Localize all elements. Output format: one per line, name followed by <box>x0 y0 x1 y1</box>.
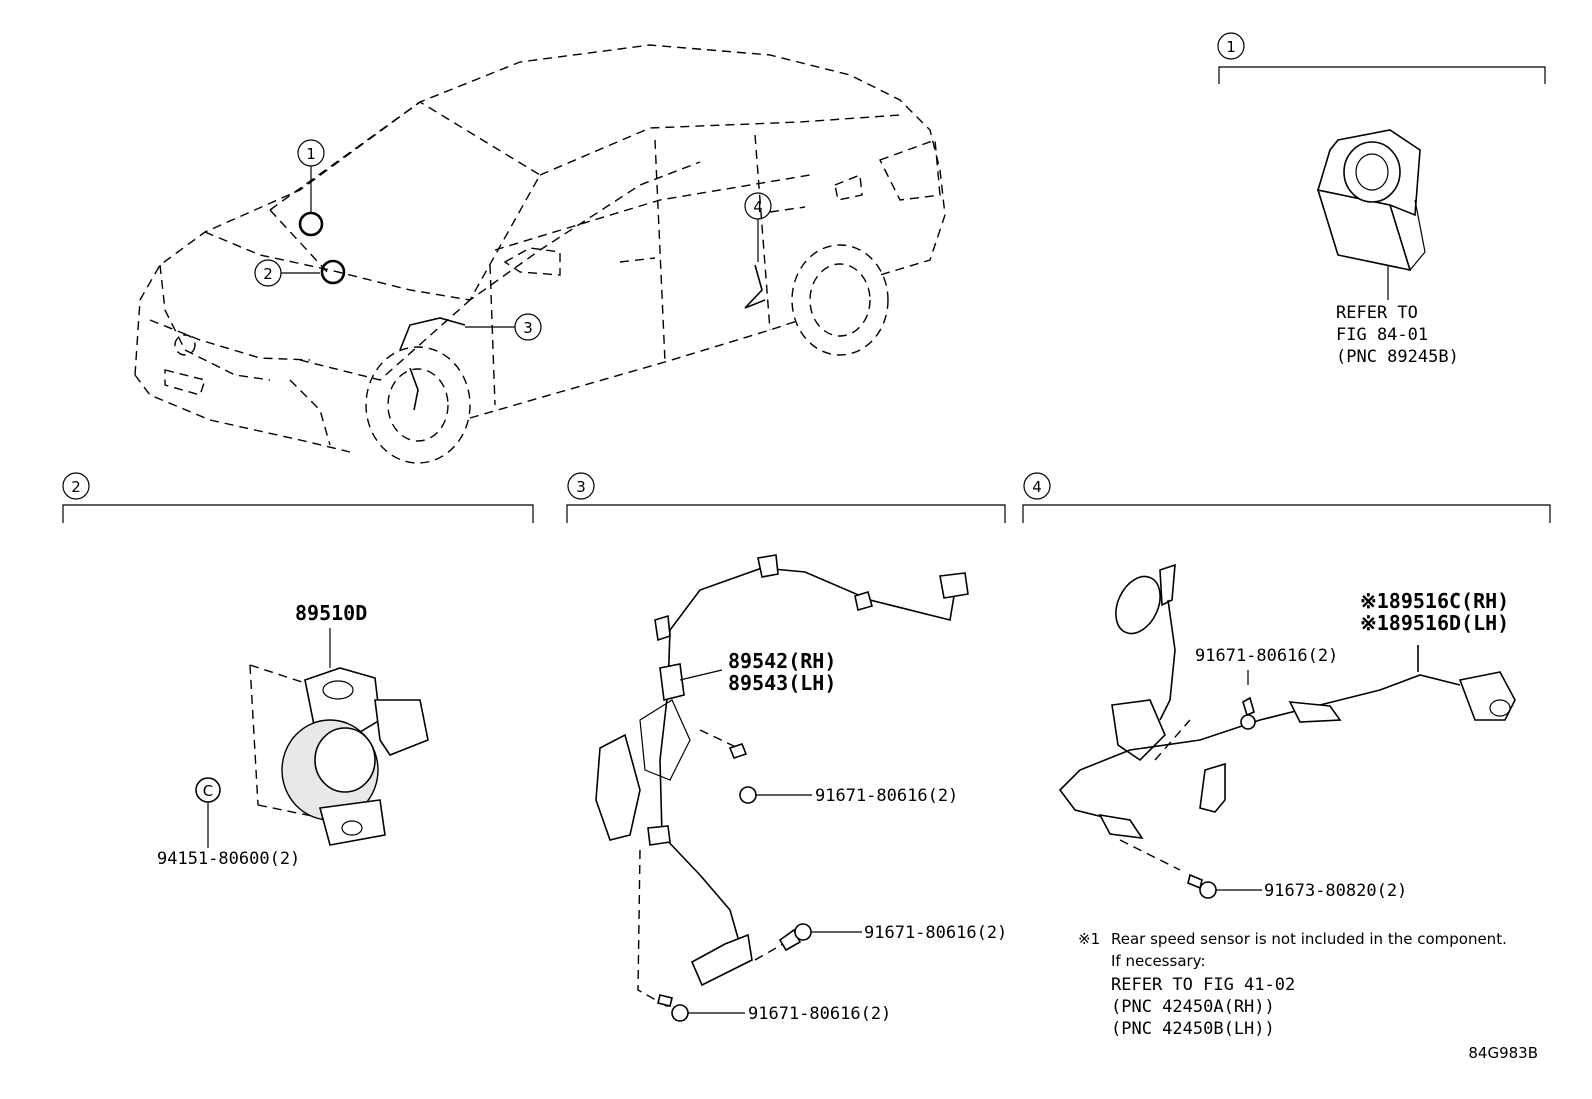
section-4-bolt-b: 91673-80820(2) <box>1264 881 1407 901</box>
front-speed-sensor-illustration <box>595 554 969 1009</box>
steering-sensor-illustration <box>249 664 429 846</box>
diagram-code: 84G983B <box>1468 1044 1538 1062</box>
svg-text:2: 2 <box>71 478 81 496</box>
section-1-refer-line-1: REFER TO <box>1336 303 1418 323</box>
bolt-91671-a-illustration <box>728 743 812 804</box>
section-4-wire-lh: ※189516D(LH) <box>1360 611 1509 635</box>
section-4-refer-line-2: (PNC 42450A(RH)) <box>1111 997 1275 1017</box>
section-1-refer-line-2: FIG 84-01 <box>1336 325 1428 345</box>
section-1-header: 1 <box>1217 32 1546 84</box>
section-3-sensor-rh: 89542(RH) <box>728 649 836 673</box>
car-overview-illustration <box>134 44 946 464</box>
section-4-refer-line-3: (PNC 42450B(LH)) <box>1111 1019 1275 1039</box>
section-4-bolt-a: 91671-80616(2) <box>1195 646 1338 666</box>
yaw-rate-sensor-illustration <box>1316 129 1426 300</box>
callout-1-car: 1 <box>297 139 325 213</box>
section-3-bolt-a: 91671-80616(2) <box>815 786 958 806</box>
callout-3-car: 3 <box>465 313 542 341</box>
section-3-sensor-lh: 89543(LH) <box>728 671 836 695</box>
bolt-91671-c-illustration <box>657 994 745 1022</box>
section-2-main-part-number: 89510D <box>295 601 367 625</box>
rear-sensor-wire-illustration <box>1058 563 1516 871</box>
section-2-header: 2 <box>62 472 534 523</box>
section-2-bolt-part-number: 94151-80600(2) <box>157 849 300 869</box>
section-3-header: 3 <box>566 472 1006 523</box>
section-4-wire-rh: ※189516C(RH) <box>1360 589 1509 613</box>
svg-text:2: 2 <box>263 265 273 283</box>
svg-text:3: 3 <box>576 478 586 496</box>
section-4-footnote-mark: ※1 <box>1078 930 1100 948</box>
svg-text:1: 1 <box>306 145 316 163</box>
svg-text:3: 3 <box>523 319 533 337</box>
callout-4-car: 4 <box>744 192 772 262</box>
bolt-91671-d-illustration <box>1240 670 1256 730</box>
section-4-header: 4 <box>1022 472 1551 523</box>
section-4-footnote-line-1: Rear speed sensor is not included in the… <box>1111 930 1507 948</box>
svg-text:C: C <box>203 782 213 800</box>
leader-89542 <box>679 669 723 681</box>
svg-text:1: 1 <box>1226 38 1236 56</box>
section-3-bolt-c: 91671-80616(2) <box>748 1004 891 1024</box>
svg-text:4: 4 <box>753 198 763 216</box>
bolt-91673-illustration <box>1187 873 1262 899</box>
callout-2-car: 2 <box>254 259 320 287</box>
svg-text:4: 4 <box>1032 478 1042 496</box>
section-3-bolt-b: 91671-80616(2) <box>864 923 1007 943</box>
bolt-94151-illustration: C <box>195 777 221 848</box>
section-1-refer-line-3: (PNC 89245B) <box>1336 347 1459 367</box>
section-4-refer-line-1: REFER TO FIG 41-02 <box>1111 975 1295 995</box>
section-4-footnote-line-2: If necessary: <box>1111 952 1206 970</box>
bolt-91671-b-illustration <box>778 923 862 952</box>
